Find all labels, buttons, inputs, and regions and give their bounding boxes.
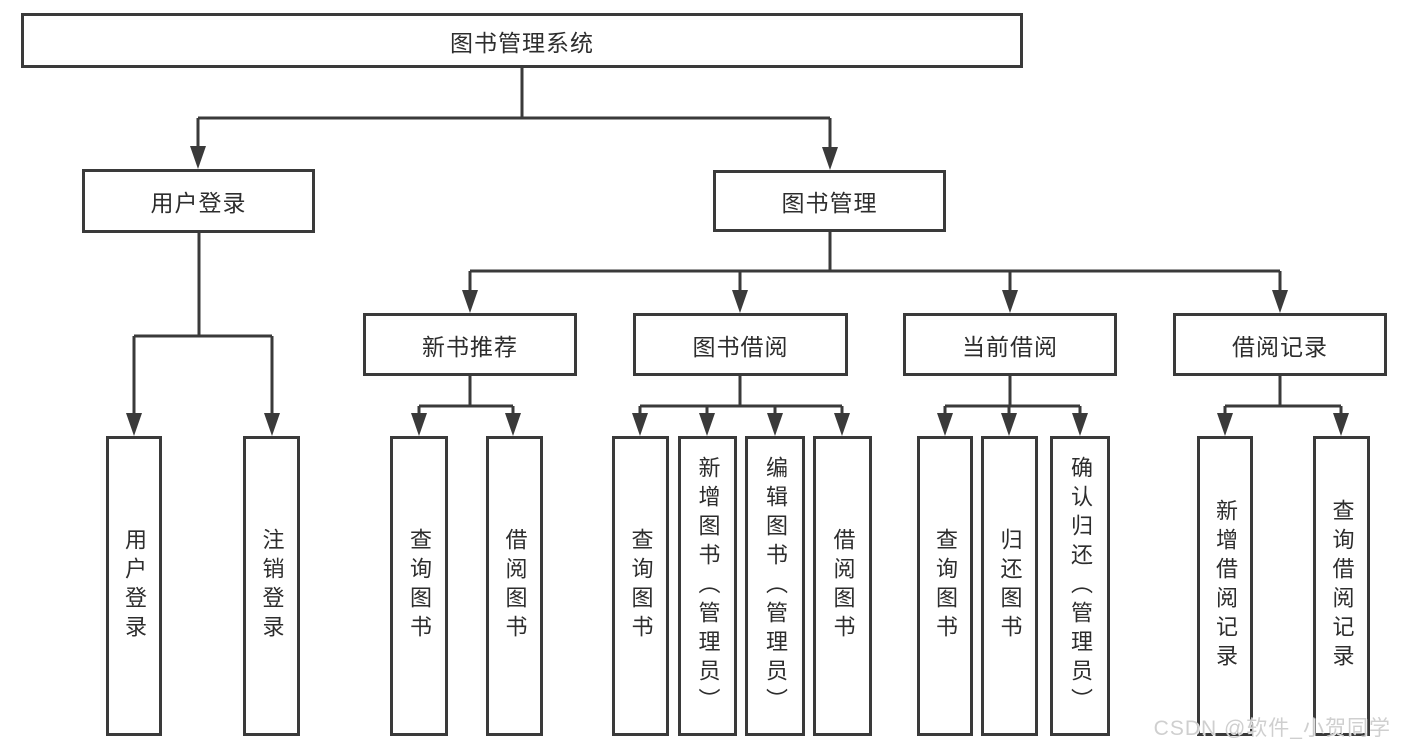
leaf-logout: 注销登录 <box>243 436 300 736</box>
csdn-watermark: CSDN @软件_小贺同学 <box>1153 717 1391 740</box>
leaf-user-login: 用户登录 <box>106 436 162 736</box>
leaf-return-books: 归还图书 <box>981 436 1038 736</box>
leaf-edit-books-admin: 编辑图书（管理员） <box>745 436 805 736</box>
connector-segments <box>132 68 1343 418</box>
leaf-add-borrow-record: 新增借阅记录 <box>1197 436 1253 736</box>
node-user-login: 用户登录 <box>82 169 315 233</box>
leaf-query-books-borrowing: 查询图书 <box>612 436 669 736</box>
leaf-confirm-return-admin: 确认归还（管理员） <box>1050 436 1110 736</box>
node-borrowing-records: 借阅记录 <box>1173 313 1387 376</box>
node-root-system: 图书管理系统 <box>21 13 1023 68</box>
leaf-query-borrow-record: 查询借阅记录 <box>1313 436 1370 736</box>
arrowhead-icons <box>126 146 1349 436</box>
leaf-query-books-current: 查询图书 <box>917 436 973 736</box>
leaf-add-books-admin: 新增图书（管理员） <box>678 436 737 736</box>
node-book-management: 图书管理 <box>713 170 946 232</box>
node-current-borrowing: 当前借阅 <box>903 313 1117 376</box>
leaf-borrow-books-recommend: 借阅图书 <box>486 436 543 736</box>
leaf-borrow-books-borrowing: 借阅图书 <box>813 436 872 736</box>
node-book-borrowing: 图书借阅 <box>633 313 848 376</box>
node-new-book-recommendation: 新书推荐 <box>363 313 577 376</box>
leaf-query-books-recommend: 查询图书 <box>390 436 448 736</box>
